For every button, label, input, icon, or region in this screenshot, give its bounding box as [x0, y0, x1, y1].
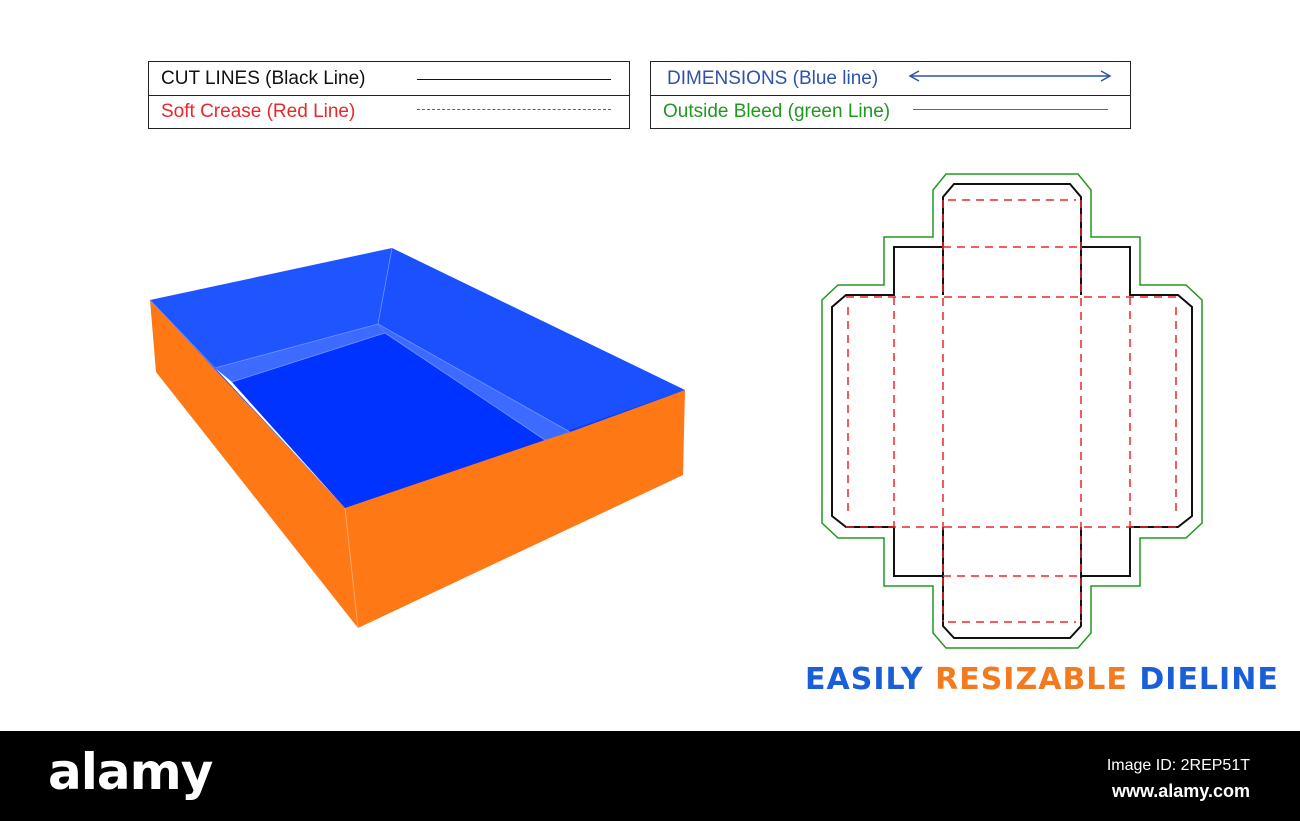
cut-outline: [831, 183, 1193, 639]
legend-row-bleed: Outside Bleed (green Line): [651, 95, 1130, 128]
box-outer-left-wall: [150, 300, 358, 628]
bleed-line-sample: [913, 109, 1108, 110]
crease-lines: [846, 199, 1178, 623]
image-id-label: Image ID: 2REP51T: [1106, 757, 1250, 774]
cut-line-sample: [417, 79, 611, 80]
box-floor: [232, 333, 545, 508]
illustration-canvas: [149, 173, 1203, 649]
box-ledge-right: [378, 324, 570, 440]
bleed-outline: [821, 173, 1203, 649]
footer-bar: alamy Image ID: 2REP51T www.alamy.com: [0, 731, 1300, 821]
dimension-arrow-icon: [908, 70, 1112, 82]
box-inner-back-wall: [150, 248, 392, 368]
legend-box-dimension-bleed: DIMENSIONS (Blue line) Outside Bleed (gr…: [650, 61, 1131, 129]
crease-line-sample: [417, 109, 611, 110]
brand-logo[interactable]: alamy: [48, 743, 213, 801]
headline-word-2: RESIZABLE: [935, 662, 1128, 697]
legend-bleed-label: Outside Bleed (green Line): [663, 100, 891, 122]
box-inner-right-wall: [378, 248, 685, 432]
box-3d-render: [149, 247, 685, 629]
dieline-drawing: [821, 173, 1203, 649]
legend-crease-label: Soft Crease (Red Line): [161, 100, 356, 122]
legend-cut-label: CUT LINES (Black Line): [161, 67, 366, 89]
headline-word-3: DIELINE: [1139, 662, 1279, 697]
box-outer-front-wall: [345, 390, 685, 628]
site-link[interactable]: www.alamy.com: [1111, 781, 1250, 801]
legend-row-dimension: DIMENSIONS (Blue line): [651, 62, 1130, 96]
legend-row-crease: Soft Crease (Red Line): [149, 95, 629, 128]
legend-dimension-label: DIMENSIONS (Blue line): [667, 67, 879, 89]
box-ledge-back: [215, 324, 385, 382]
legend-row-cut: CUT LINES (Black Line): [149, 62, 629, 96]
legend-box-cut-crease: CUT LINES (Black Line) Soft Crease (Red …: [148, 61, 630, 129]
box-inner-left-wall: [150, 300, 345, 508]
headline: EASILY RESIZABLE DIELINE: [805, 662, 1279, 697]
headline-word-1: EASILY: [805, 662, 924, 697]
